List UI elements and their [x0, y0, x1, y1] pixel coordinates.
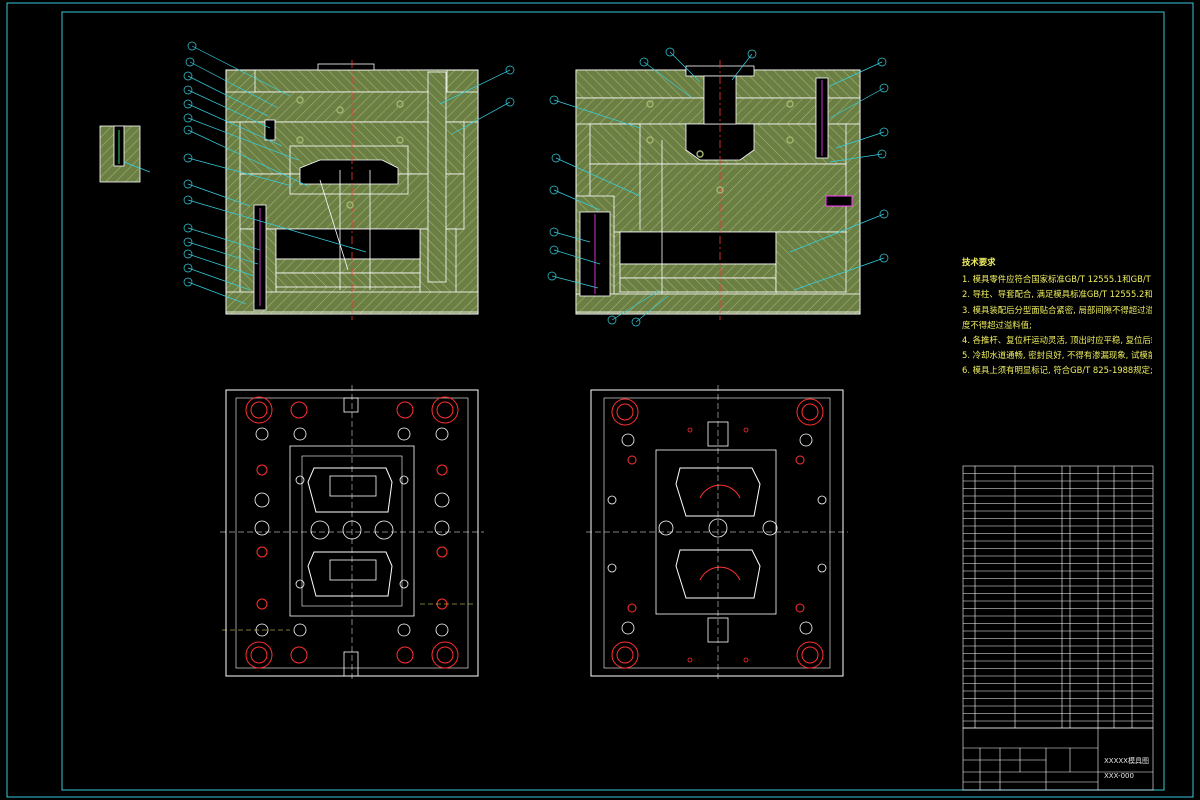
- note-item: 4. 各推杆、复位杆运动灵活, 顶出时应平稳, 复位后端面低于型芯0.05mm;: [962, 335, 1152, 346]
- note-item: 6. 模具上须有明显标记, 符合GB/T 825-1988规定;: [962, 365, 1152, 376]
- sheet-border-inner: [61, 11, 1165, 791]
- parts-list-table: [962, 465, 1154, 729]
- plan-view-fixed-half: [220, 385, 484, 680]
- notes-title: 技术要求: [962, 257, 996, 267]
- technical-requirements: 技术要求 1. 模具零件应符合国家标准GB/T 12555.1和GB/T 125…: [962, 255, 1152, 379]
- part-balloons-right: [547, 47, 889, 327]
- note-item: 5. 冷却水道通畅, 密封良好, 不得有渗漏现象, 试模前进行水压试验;: [962, 350, 1152, 361]
- note-item: 3. 模具装配后分型面贴合紧密, 局部间隙不得超过溢料值, 排气槽深: [962, 304, 1152, 315]
- note-item: 1. 模具零件应符合国家标准GB/T 12555.1和GB/T 12556.1的…: [962, 274, 1152, 285]
- detail-view: [99, 125, 151, 183]
- drawing-name: XXXXX模具图: [1104, 757, 1149, 765]
- title-block: [962, 727, 1154, 791]
- plan-view-moving-half: [586, 385, 848, 680]
- part-balloons-left: [183, 41, 515, 305]
- section-view-left: [225, 60, 479, 320]
- section-view-right: [575, 60, 861, 320]
- note-item: 2. 导柱、导套配合, 满足模具标准GB/T 12555.2和GB/T 1255…: [962, 289, 1152, 300]
- sheet-border-outer: [6, 2, 1194, 798]
- note-item: 度不得超过溢料值;: [962, 319, 1032, 330]
- drawing-number: XXX-000: [1104, 772, 1134, 780]
